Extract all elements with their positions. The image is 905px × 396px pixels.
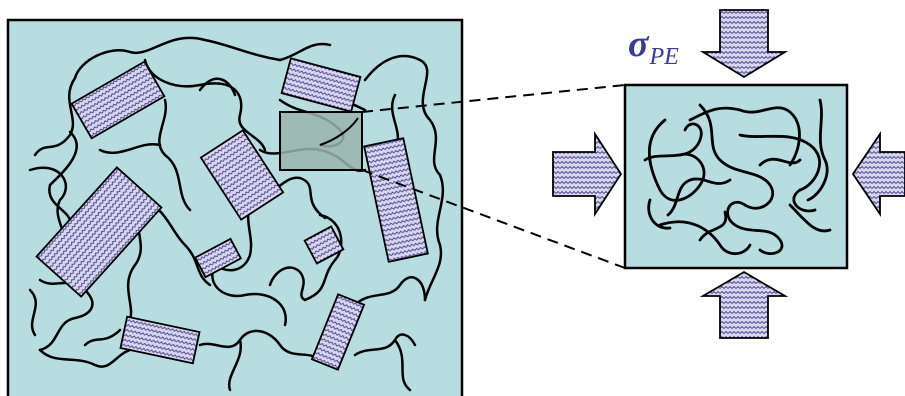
- zoom-connector-lines: [361, 84, 626, 269]
- stress-subscript: PE: [649, 44, 679, 70]
- filler-particle: [199, 129, 285, 221]
- filler-particle: [35, 166, 163, 298]
- filler-particle: [363, 137, 429, 263]
- stress-label: σPE: [628, 22, 679, 70]
- filler-particle: [280, 57, 362, 113]
- filler-particle: [70, 60, 166, 140]
- zoom-region-box: [279, 111, 363, 171]
- compression-arrows: [552, 9, 905, 339]
- filler-particles: [35, 57, 429, 371]
- composite-matrix-panel: [6, 18, 464, 396]
- magnified-panel: [623, 83, 849, 270]
- entangled-chains: [643, 98, 832, 256]
- arrow-right-left: [552, 130, 623, 218]
- filler-particle: [303, 225, 345, 265]
- arrow-left-right: [851, 131, 905, 217]
- filler-particle: [193, 237, 243, 279]
- arrow-down-top: [699, 9, 789, 79]
- stress-symbol: σ: [628, 23, 649, 65]
- filler-particle: [310, 293, 366, 371]
- arrow-up-bottom: [699, 270, 789, 339]
- zoom-region-chain: [319, 117, 359, 146]
- magnified-matrix-background: [623, 83, 849, 270]
- filler-particle: [119, 315, 201, 365]
